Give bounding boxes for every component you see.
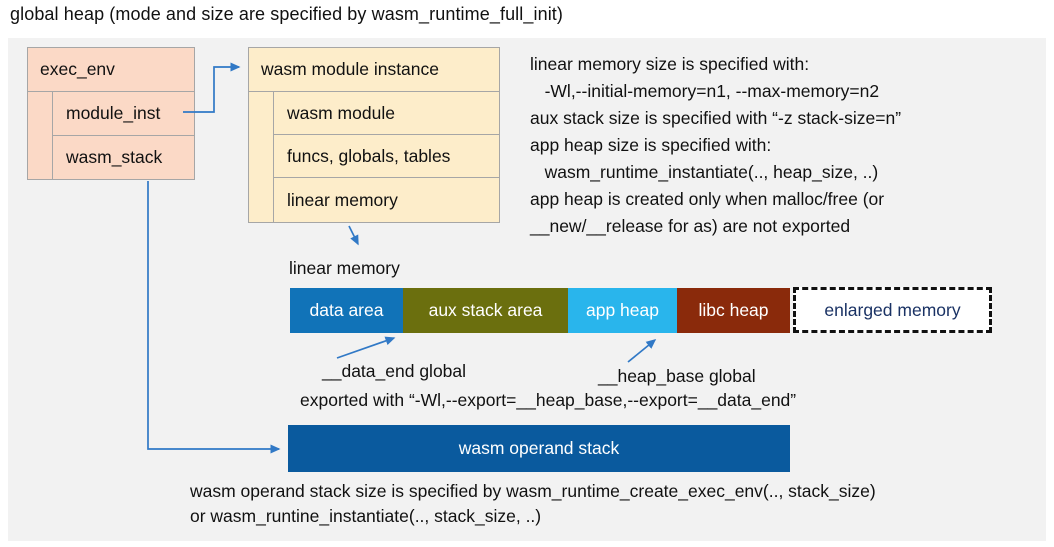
wasm-module-instance-box: wasm module instance wasm module funcs, … <box>248 47 500 223</box>
note-line: app heap is created only when malloc/fre… <box>530 189 885 209</box>
note-line: aux stack size is specified with “-z sta… <box>530 108 902 128</box>
wasm-module-instance-header: wasm module instance <box>249 48 499 92</box>
exec-env-header: exec_env <box>28 48 194 92</box>
data-end-global-label: __data_end global <box>322 361 467 381</box>
export-flags-label: exported with “-Wl,--export=__heap_base,… <box>300 390 797 410</box>
segment-aux-stack-area: aux stack area <box>403 288 568 333</box>
operand-stack-note-line-2: or wasm_runtine_instantiate(.., stack_si… <box>190 506 542 526</box>
exec-env-box: exec_env module_inst wasm_stack <box>27 47 195 180</box>
note-line: -Wl,--initial-memory=n1, --max-memory=n2 <box>530 81 880 101</box>
memory-size-notes: linear memory size is specified with: -W… <box>530 51 901 240</box>
diagram-title: global heap (mode and size are specified… <box>10 4 563 24</box>
segment-libc-heap: libc heap <box>677 288 790 333</box>
note-line: linear memory size is specified with: <box>530 54 810 74</box>
segment-enlarged-memory: enlarged memory <box>793 287 992 333</box>
segment-app-heap: app heap <box>568 288 677 333</box>
note-line: wasm_runtime_instantiate(.., heap_size, … <box>530 162 879 182</box>
exec-env-row-module-inst: module_inst <box>52 91 195 136</box>
operand-stack-note-line-1: wasm operand stack size is specified by … <box>190 481 876 501</box>
note-line: __new/__release for as) are not exported <box>530 216 851 236</box>
segment-data-area: data area <box>290 288 403 333</box>
note-line: app heap size is specified with: <box>530 135 772 155</box>
heap-base-global-label: __heap_base global <box>598 366 756 386</box>
wasm-operand-stack-box: wasm operand stack <box>288 425 790 472</box>
instance-row-funcs-globals-tables: funcs, globals, tables <box>273 134 500 178</box>
instance-row-wasm-module: wasm module <box>273 91 500 135</box>
linear-memory-label: linear memory <box>289 258 400 278</box>
instance-row-linear-memory: linear memory <box>273 177 500 223</box>
exec-env-row-wasm-stack: wasm_stack <box>52 135 195 180</box>
